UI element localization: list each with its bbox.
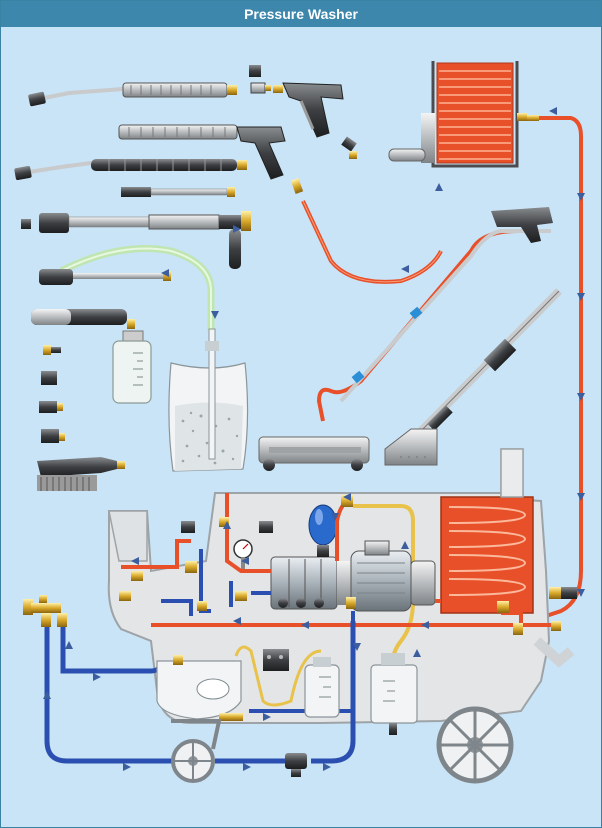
fuel-tank <box>370 653 418 735</box>
fuel-line <box>353 504 415 662</box>
exhaust-chimney <box>500 448 524 498</box>
nozzle-icon <box>43 345 61 355</box>
page-title: Pressure Washer <box>1 1 601 27</box>
nozzle-icon <box>41 371 57 385</box>
wheel-small-icon <box>171 719 222 783</box>
outlet-coupling-icon <box>561 587 577 599</box>
fuel-line <box>234 645 322 707</box>
water-filter-icon <box>285 753 307 769</box>
high-pressure-hose <box>301 200 443 284</box>
flow-direction-arrows <box>43 107 585 771</box>
float-tank <box>156 660 243 721</box>
wheel-large-icon <box>436 706 514 784</box>
pressure-washer-diagram <box>14 61 585 784</box>
machine-handle <box>533 637 575 668</box>
spray-lance-segmented <box>14 159 247 180</box>
wide-nozzle-lance <box>384 288 562 466</box>
coupling-icon <box>250 82 266 94</box>
spray-lance-long <box>28 82 237 107</box>
spray-lance-handle <box>21 211 251 269</box>
hose-reel-icon <box>388 61 539 168</box>
foam-bottle-lance <box>31 309 152 404</box>
rotating-brush-icon <box>37 457 125 491</box>
nozzle-icon <box>41 429 59 443</box>
detergent-container <box>168 328 249 472</box>
trigger-gun-icon <box>273 82 357 159</box>
high-pressure-hose <box>539 116 583 618</box>
fuel-pump-icon <box>263 649 289 671</box>
water-tap-icon <box>23 595 67 627</box>
floor-cleaner-lance <box>258 207 553 471</box>
detergent-tank <box>304 657 340 718</box>
spray-lance-with-gun <box>118 124 304 194</box>
pump-unit <box>270 504 436 612</box>
spray-lance-short <box>121 187 235 197</box>
coupling-icon <box>249 65 261 77</box>
pressure-gauge-icon <box>233 539 253 573</box>
nozzle-icon <box>39 401 57 413</box>
